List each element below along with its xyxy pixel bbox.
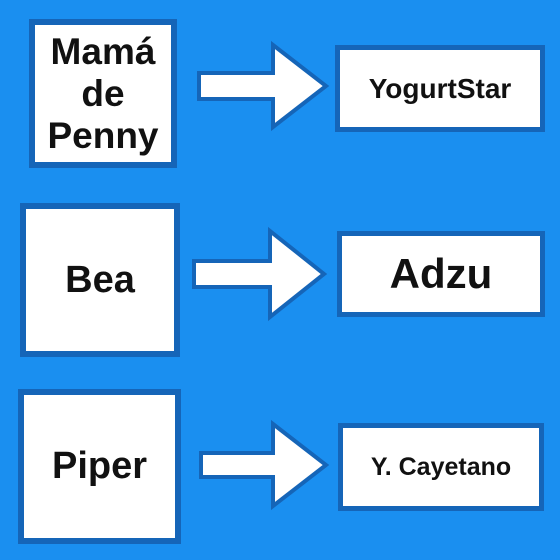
source-label-1: Mamá de Penny (47, 30, 159, 156)
arrow-right-icon (192, 226, 328, 322)
source-box-1: Mamá de Penny (29, 19, 177, 168)
target-label-3: Y. Cayetano (370, 452, 512, 481)
arrow-right-icon (199, 419, 330, 511)
source-label-3: Piper (51, 445, 148, 487)
source-label-2: Bea (65, 258, 135, 301)
arrow-right-icon (197, 40, 330, 132)
target-box-3: Y. Cayetano (338, 423, 544, 511)
target-box-2: Adzu (337, 231, 545, 317)
target-box-1: YogurtStar (335, 45, 545, 132)
source-box-3: Piper (18, 389, 181, 544)
target-label-2: Adzu (389, 250, 493, 297)
target-label-1: YogurtStar (368, 72, 512, 104)
source-box-2: Bea (20, 203, 180, 357)
